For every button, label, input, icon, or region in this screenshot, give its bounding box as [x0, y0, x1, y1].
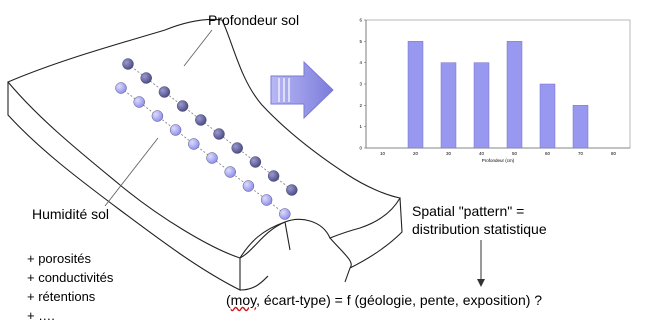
- property-item: + ….: [27, 308, 55, 323]
- chart-bar: [572, 105, 589, 149]
- property-list: + porosités + conductivités + rétentions + …: [27, 249, 113, 325]
- depth-point: [195, 114, 207, 126]
- chart-y-ticks: 0 1 2 3 4 5 6: [359, 18, 366, 151]
- depth-histogram-chart: 0 1 2 3 4 5 6 10 20 30 40 50 60 70 80 Profondeur (cm): [359, 18, 631, 163]
- moisture-point: [224, 166, 236, 178]
- moisture-point: [206, 152, 218, 164]
- chart-y-tick-label: 3: [359, 82, 362, 87]
- moisture-point: [115, 82, 127, 94]
- depth-point: [231, 142, 243, 154]
- chart-bars: [407, 41, 589, 149]
- moisture-point: [151, 110, 164, 122]
- moisture-point: [188, 138, 200, 150]
- chart-bar: [440, 62, 457, 149]
- chart-bar: [539, 83, 556, 149]
- chart-y-tick-label: 5: [359, 39, 362, 44]
- chart-bar: [473, 62, 490, 149]
- chart-x-tick-label: 80: [611, 151, 617, 156]
- arrow-icon: [270, 60, 334, 120]
- chart-x-tick-label: 10: [380, 151, 386, 156]
- formula-text: (moy, écart-type) = f (géologie, pente, …: [226, 292, 543, 308]
- chart-x-tick-label: 50: [512, 151, 518, 156]
- chart-bar: [506, 41, 523, 149]
- chart-x-tick-label: 40: [479, 151, 485, 156]
- moisture-point: [260, 194, 273, 206]
- property-item: + conductivités: [27, 270, 114, 285]
- depth-point: [213, 128, 225, 140]
- moisture-label: Humidité sol: [32, 206, 110, 222]
- hillslope-block: [7, 18, 403, 291]
- leader-lines: [104, 29, 213, 207]
- spatial-pattern-line-2: distribution statistique: [412, 221, 547, 237]
- depth-point: [249, 156, 262, 168]
- chart-x-tick-label: 70: [578, 151, 584, 156]
- chart-y-tick-label: 4: [359, 60, 362, 65]
- depth-point: [158, 86, 171, 98]
- moisture-point: [242, 180, 255, 192]
- chart-x-ticks: 10 20 30 40 50 60 70 80: [380, 151, 617, 156]
- depth-label: Profondeur sol: [208, 12, 300, 28]
- depth-point: [140, 72, 152, 84]
- moisture-point: [279, 208, 291, 220]
- chart-x-tick-label: 30: [446, 151, 452, 156]
- property-item: + rétentions: [27, 289, 96, 304]
- chart-x-axis-label: Profondeur (cm): [482, 158, 515, 163]
- formula-rest: , écart-type) = f (géologie, pente, expo…: [256, 292, 543, 308]
- moisture-point: [169, 124, 182, 136]
- hillslope-top-surface: [7, 18, 401, 259]
- chart-y-tick-label: 0: [359, 146, 362, 151]
- spatial-pattern-text: Spatial "pattern" = distribution statist…: [412, 202, 547, 238]
- chart-plot-area: [365, 19, 631, 149]
- depth-leader-line: [183, 29, 213, 67]
- moisture-points: [115, 82, 291, 220]
- depth-point: [176, 100, 189, 112]
- depth-point: [267, 170, 280, 182]
- chart-y-tick-label: 6: [359, 18, 362, 23]
- formula-underlined-word: moy: [230, 292, 257, 308]
- chart-x-tick-label: 60: [545, 151, 551, 156]
- chart-x-tick-label: 20: [413, 151, 419, 156]
- hillslope-front-face: [7, 82, 241, 291]
- spatial-pattern-line-1: Spatial "pattern" =: [412, 203, 525, 219]
- chart-y-tick-label: 1: [359, 124, 362, 129]
- property-item: + porosités: [27, 251, 91, 266]
- depth-points: [122, 58, 298, 196]
- moisture-point: [133, 96, 145, 108]
- moisture-leader-line: [104, 137, 159, 207]
- chart-bar: [407, 41, 424, 149]
- depth-point: [286, 184, 298, 196]
- point-row-dashes: [120, 63, 293, 215]
- depth-point: [122, 58, 134, 70]
- chart-y-tick-label: 2: [359, 103, 362, 108]
